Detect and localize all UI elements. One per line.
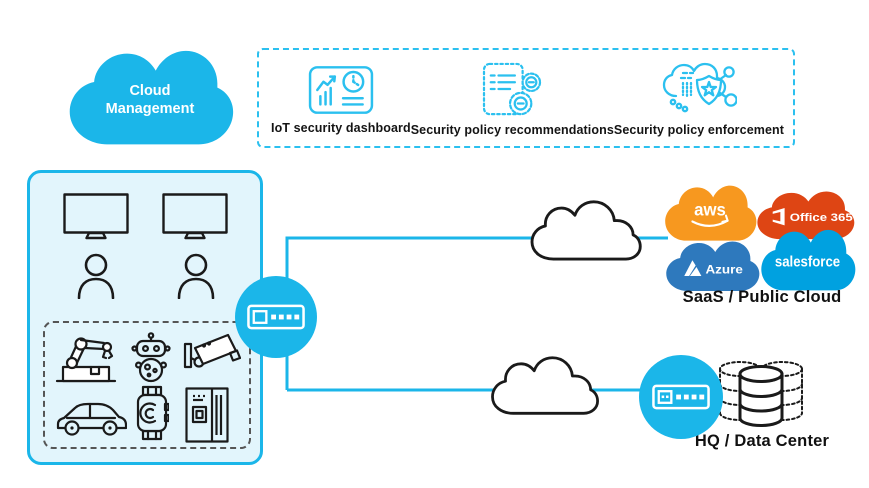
iot-devices-box [43, 321, 251, 449]
policy-recommendations-icon [483, 62, 542, 115]
aws-logo-text: aws [694, 199, 726, 219]
firewall-appliance-icon [652, 384, 710, 410]
cloud-management-label: Cloud Management [105, 82, 195, 117]
capability-iot-dashboard: IoT security dashboard [271, 64, 411, 135]
robot-arm-icon [55, 337, 117, 383]
capability-policy-recommendations: Security policy recommendations [411, 62, 614, 137]
capability-policy-enforcement: Security policy enforcement [614, 62, 784, 137]
aws-cloud: aws [665, 185, 757, 241]
capability-label: Security policy recommendations [410, 122, 614, 137]
salesforce-logo-text: salesforce [775, 253, 840, 270]
azure-logo-glyph [684, 260, 696, 276]
hq-firewall [639, 355, 723, 439]
policy-enforcement-icon [662, 62, 737, 112]
capabilities-panel: IoT security dashboard Security policy r… [257, 48, 795, 148]
robot-icon [131, 332, 171, 383]
smartwatch-icon [136, 385, 169, 441]
monitor-icon [63, 193, 129, 240]
cloud-management: Cloud Management [64, 48, 236, 150]
campus-box [27, 170, 263, 465]
refrigerator-icon [185, 387, 229, 443]
database-cluster-icon [719, 361, 803, 427]
hq-label: HQ / Data Center [694, 432, 830, 450]
azure-logo-text: Azure [705, 262, 742, 276]
iot-dashboard-icon [308, 65, 374, 114]
car-icon [56, 402, 127, 436]
office365-cloud: Office 365 [757, 191, 855, 240]
office365-logo-text: Office 365 [790, 211, 853, 224]
internet-cloud [491, 356, 599, 415]
office-logo-glyph [772, 208, 785, 226]
capability-label: Security policy enforcement [613, 122, 785, 137]
saas-label: SaaS / Public Cloud [682, 288, 842, 306]
azure-logo-glyph [689, 267, 702, 276]
edge-firewall [235, 276, 317, 358]
firewall-appliance-icon [247, 304, 305, 330]
monitor-icon [162, 193, 228, 240]
internet-cloud [530, 200, 642, 261]
azure-cloud: Azure [666, 241, 760, 291]
management-cloud-shape [69, 50, 234, 145]
user-icon [77, 253, 115, 299]
salesforce-cloud: salesforce [761, 229, 856, 291]
security-camera-icon [183, 333, 241, 369]
capability-label: IoT security dashboard [271, 120, 411, 135]
user-icon [177, 253, 215, 299]
